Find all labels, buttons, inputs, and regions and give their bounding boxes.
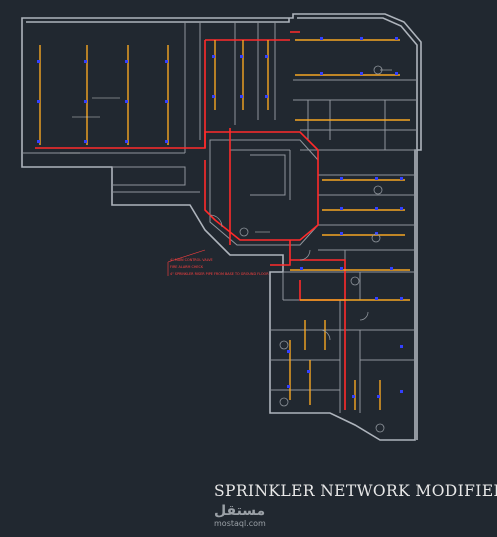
- riser-leader-line: [167, 249, 206, 276]
- sprinkler-heads: [37, 37, 403, 398]
- interior-walls: [22, 22, 417, 413]
- note-main-control-valve: 4" MAIN CONTROL VALVE: [170, 258, 213, 262]
- watermark: مستقل mostaql.com: [214, 503, 266, 529]
- building-walls: [21, 13, 422, 441]
- note-riser-pipe: 4" SPRINKLER RISER PIPE FROM BASE TO GRO…: [170, 272, 269, 276]
- note-fire-alarm-check: FIRE ALARM CHECK: [170, 265, 204, 269]
- cad-annotations: [60, 69, 392, 233]
- watermark-logo: مستقل: [214, 503, 266, 519]
- main-pipe-network: [35, 31, 346, 410]
- watermark-site: mostaql.com: [214, 519, 266, 528]
- door-swings: [209, 65, 385, 433]
- drawing-caption: SPRINKLER NETWORK MODIFIED: [214, 482, 497, 500]
- riser-notes: 4" MAIN CONTROL VALVE FIRE ALARM CHECK 4…: [170, 258, 269, 276]
